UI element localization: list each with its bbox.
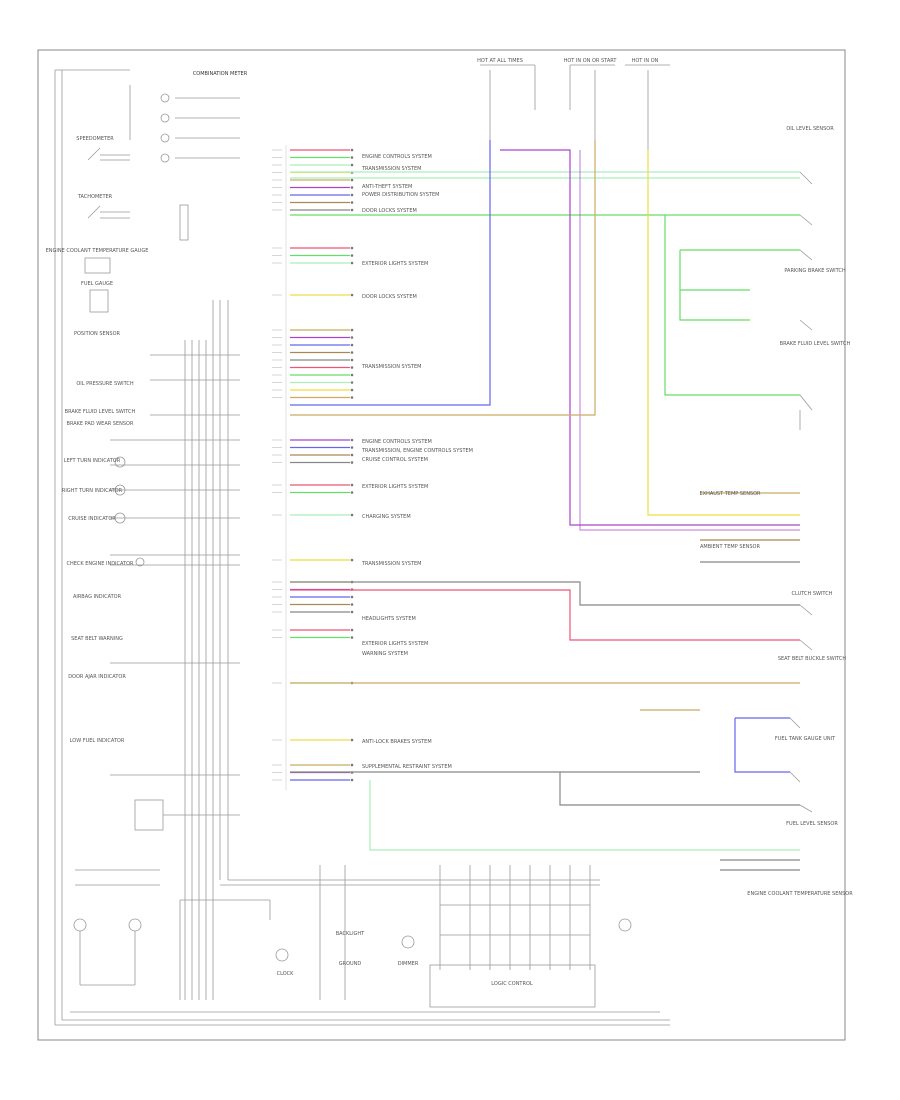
svg-text:DOOR LOCKS SYSTEM: DOOR LOCKS SYSTEM [362, 294, 417, 300]
svg-text:TRANSMISSION, ENGINE CONTROLS: TRANSMISSION, ENGINE CONTROLS SYSTEM [361, 448, 473, 454]
svg-text:DOOR AJAR INDICATOR: DOOR AJAR INDICATOR [68, 674, 126, 680]
svg-text:ENGINE COOLANT TEMPERATURE GAU: ENGINE COOLANT TEMPERATURE GAUGE [46, 248, 149, 254]
svg-text:BRAKE FLUID LEVEL SWITCH: BRAKE FLUID LEVEL SWITCH [780, 341, 851, 347]
svg-text:TRANSMISSION SYSTEM: TRANSMISSION SYSTEM [361, 364, 421, 370]
svg-text:EXTERIOR LIGHTS SYSTEM: EXTERIOR LIGHTS SYSTEM [362, 261, 428, 267]
svg-text:FUEL LEVEL SENSOR: FUEL LEVEL SENSOR [786, 821, 838, 827]
svg-text:SEAT BELT BUCKLE SWITCH: SEAT BELT BUCKLE SWITCH [778, 656, 847, 662]
svg-text:ENGINE CONTROLS SYSTEM: ENGINE CONTROLS SYSTEM [362, 154, 432, 160]
svg-text:AMBIENT TEMP SENSOR: AMBIENT TEMP SENSOR [700, 544, 760, 550]
bottom-labels: LOGIC CONTROL BACKLIGHT GROUND CLOCK DIM… [277, 931, 533, 987]
svg-text:POWER DISTRIBUTION SYSTEM: POWER DISTRIBUTION SYSTEM [362, 192, 439, 198]
svg-text:ENGINE CONTROLS SYSTEM: ENGINE CONTROLS SYSTEM [362, 439, 432, 445]
svg-text:FUEL GAUGE: FUEL GAUGE [81, 281, 113, 287]
svg-text:CRUISE INDICATOR: CRUISE INDICATOR [68, 516, 116, 522]
svg-text:PARKING BRAKE SWITCH: PARKING BRAKE SWITCH [784, 268, 846, 274]
svg-text:CLUTCH SWITCH: CLUTCH SWITCH [792, 591, 833, 597]
top-power-labels: HOT AT ALL TIMES HOT IN ON OR START HOT … [477, 58, 659, 64]
svg-text:BACKLIGHT: BACKLIGHT [336, 931, 365, 937]
svg-text:HOT IN ON: HOT IN ON [632, 58, 659, 64]
svg-text:CHARGING SYSTEM: CHARGING SYSTEM [362, 514, 411, 520]
svg-text:HOT AT ALL TIMES: HOT AT ALL TIMES [477, 58, 523, 64]
bottom-module [179, 865, 596, 1008]
svg-text:SUPPLEMENTAL RESTRAINT SYSTEM: SUPPLEMENTAL RESTRAINT SYSTEM [362, 764, 452, 770]
svg-text:CHECK ENGINE INDICATOR: CHECK ENGINE INDICATOR [66, 561, 134, 567]
svg-text:BRAKE PAD WEAR SENSOR: BRAKE PAD WEAR SENSOR [67, 421, 134, 427]
svg-text:POSITION SENSOR: POSITION SENSOR [74, 331, 121, 337]
svg-text:EXHAUST TEMP SENSOR: EXHAUST TEMP SENSOR [699, 491, 761, 497]
svg-text:EXTERIOR LIGHTS SYSTEM: EXTERIOR LIGHTS SYSTEM [362, 641, 428, 647]
right-components [275, 171, 813, 962]
svg-text:ANTI-LOCK BRAKES SYSTEM: ANTI-LOCK BRAKES SYSTEM [362, 739, 432, 745]
svg-text:RIGHT TURN INDICATOR: RIGHT TURN INDICATOR [62, 488, 123, 494]
svg-text:TACHOMETER: TACHOMETER [77, 194, 113, 200]
svg-text:CLOCK: CLOCK [277, 971, 295, 977]
svg-text:BRAKE FLUID LEVEL SWITCH: BRAKE FLUID LEVEL SWITCH [65, 409, 136, 415]
svg-text:TRANSMISSION SYSTEM: TRANSMISSION SYSTEM [361, 561, 421, 567]
connector-pins [272, 145, 354, 790]
svg-text:LEFT TURN INDICATOR: LEFT TURN INDICATOR [64, 458, 121, 464]
svg-text:CRUISE CONTROL SYSTEM: CRUISE CONTROL SYSTEM [362, 457, 428, 463]
long-wires [290, 140, 800, 871]
svg-text:GROUND: GROUND [339, 961, 362, 967]
svg-text:ANTI-THEFT SYSTEM: ANTI-THEFT SYSTEM [362, 184, 412, 190]
svg-text:EXTERIOR LIGHTS SYSTEM: EXTERIOR LIGHTS SYSTEM [362, 484, 428, 490]
center-system-labels: ENGINE CONTROLS SYSTEM TRANSMISSION SYST… [361, 154, 473, 770]
left-components [73, 93, 240, 986]
svg-text:HEADLIGHTS SYSTEM: HEADLIGHTS SYSTEM [362, 616, 416, 622]
svg-text:WARNING SYSTEM: WARNING SYSTEM [362, 651, 408, 657]
svg-text:HOT IN ON OR START: HOT IN ON OR START [564, 58, 618, 64]
svg-text:DIMMER: DIMMER [398, 961, 419, 967]
right-labels: OIL LEVEL SENSOR PARKING BRAKE SWITCH BR… [699, 126, 853, 897]
top-power [480, 64, 670, 150]
svg-text:AIRBAG INDICATOR: AIRBAG INDICATOR [73, 594, 122, 600]
svg-text:OIL PRESSURE SWITCH: OIL PRESSURE SWITCH [76, 381, 134, 387]
diagram-border [37, 49, 846, 1041]
svg-text:DOOR LOCKS SYSTEM: DOOR LOCKS SYSTEM [362, 208, 417, 214]
svg-text:LOW FUEL INDICATOR: LOW FUEL INDICATOR [70, 738, 125, 744]
svg-text:SPEEDOMETER: SPEEDOMETER [76, 136, 114, 142]
svg-text:ENGINE COOLANT TEMPERATURE SEN: ENGINE COOLANT TEMPERATURE SENSOR [747, 891, 853, 897]
svg-text:FUEL TANK GAUGE UNIT: FUEL TANK GAUGE UNIT [775, 736, 836, 742]
svg-text:SEAT BELT WARNING: SEAT BELT WARNING [71, 636, 123, 642]
svg-text:TRANSMISSION SYSTEM: TRANSMISSION SYSTEM [361, 166, 421, 172]
svg-text:OIL LEVEL SENSOR: OIL LEVEL SENSOR [786, 126, 834, 132]
header-label: COMBINATION METER [193, 71, 248, 77]
left-labels: SPEEDOMETER TACHOMETER ENGINE COOLANT TE… [46, 136, 149, 744]
svg-text:LOGIC CONTROL: LOGIC CONTROL [491, 981, 533, 987]
left-bus [54, 69, 670, 1026]
